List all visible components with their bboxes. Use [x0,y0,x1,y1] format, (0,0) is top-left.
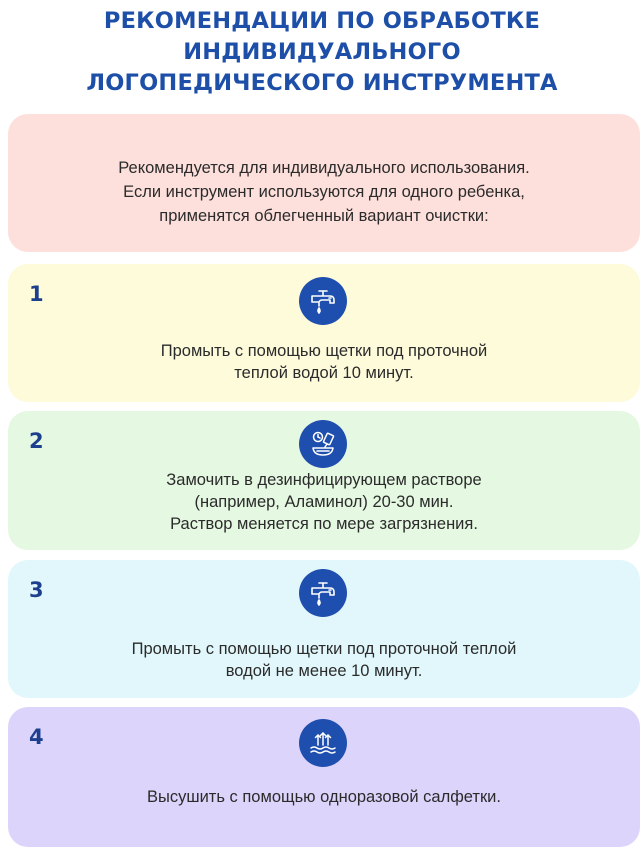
intro-text: Рекомендуется для индивидуального исполь… [8,156,640,228]
title-line: ИНДИВИДУАЛЬНОГО [183,39,461,65]
step-line: Промыть с помощью щетки под проточной [160,342,488,360]
step-line: теплой водой 10 минут. [234,364,414,382]
step-number: 1 [29,282,44,306]
title-line: ЛОГОПЕДИЧЕСКОГО ИНСТРУМЕНТА [86,70,558,96]
step-line: Замочить в дезинфицирующем растворе [166,471,482,489]
step-card-2: 2 Замочить в дезинфицирующем растворе (н… [8,411,640,550]
step-number: 2 [29,429,44,453]
title-line: РЕКОМЕНДАЦИИ ПО ОБРАБОТКЕ [103,8,541,34]
step-card-3: 3 Промыть с помощью щетки под проточной … [8,560,640,698]
step-card-4: 4 Высушить с помощью одноразовой салфетк… [8,707,640,847]
intro-line: применятся облегченный вариант очистки: [159,207,489,225]
step-text: Промыть с помощью щетки под проточной те… [8,638,640,682]
water-tap-icon [299,569,347,617]
step-number: 3 [29,578,44,602]
step-card-1: 1 Промыть с помощью щетки под проточной … [8,264,640,402]
disinfectant-soak-icon [299,420,347,468]
intro-line: Если инструмент используются для одного … [123,183,525,201]
step-text: Промыть с помощью щетки под проточной те… [8,340,640,384]
step-line: (например, Аламинол) 20-30 мин. [194,493,454,511]
page-title: РЕКОМЕНДАЦИИ ПО ОБРАБОТКЕ ИНДИВИДУАЛЬНОГ… [0,6,644,99]
step-text: Замочить в дезинфицирующем растворе (нап… [8,469,640,535]
step-number: 4 [29,725,44,749]
water-tap-icon [299,277,347,325]
step-line: Промыть с помощью щетки под проточной те… [131,640,517,658]
step-line: Раствор меняется по мере загрязнения. [170,515,478,533]
step-text: Высушить с помощью одноразовой салфетки. [8,786,640,808]
intro-card: Рекомендуется для индивидуального исполь… [8,114,640,252]
drying-icon [299,719,347,767]
intro-line: Рекомендуется для индивидуального исполь… [118,159,530,177]
step-line: водой не менее 10 минут. [225,662,423,680]
step-line: Высушить с помощью одноразовой салфетки. [146,788,501,806]
